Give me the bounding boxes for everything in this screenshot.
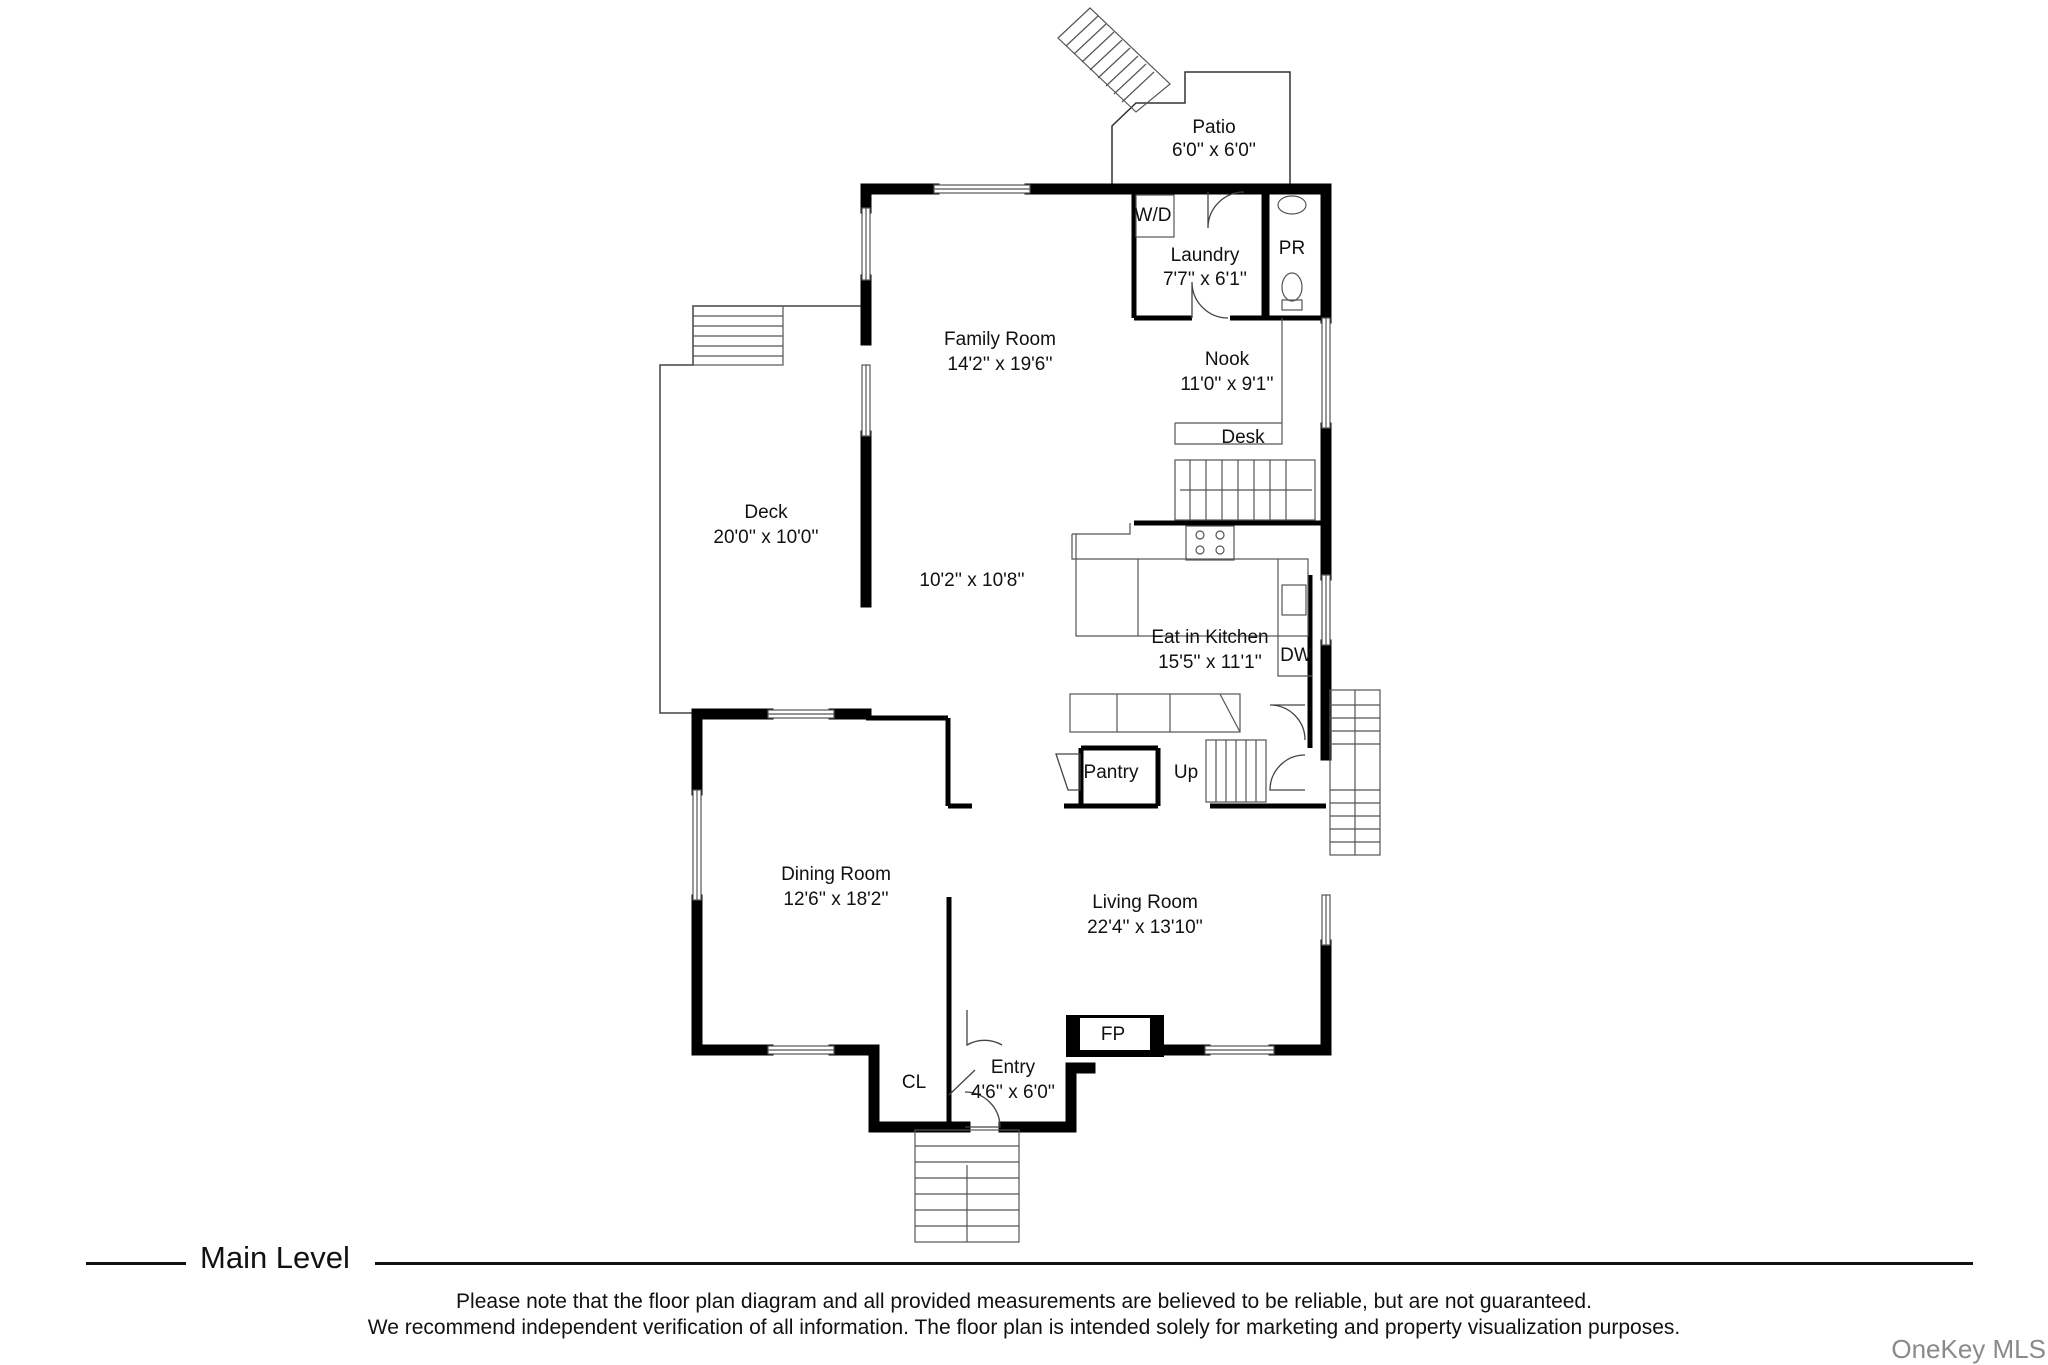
open-area-size: 10'2'' x 10'8'': [919, 570, 1024, 591]
kitchen-counters: [1069, 523, 1312, 733]
up-label: Up: [1174, 762, 1198, 783]
entry-stairs: [914, 1129, 1020, 1243]
family-room-name: Family Room: [944, 329, 1056, 350]
pantry-label: Pantry: [1084, 762, 1139, 783]
windows: [692, 184, 1331, 1055]
nook-stairs: [1174, 459, 1316, 521]
living-room-size: 22'4'' x 13'10'': [1087, 917, 1203, 938]
nook-name: Nook: [1205, 349, 1250, 370]
patio-size: 6'0'' x 6'0'': [1172, 140, 1256, 161]
interior-walls: [866, 192, 1326, 1130]
laundry-name: Laundry: [1171, 245, 1240, 266]
living-room-name: Living Room: [1092, 892, 1198, 913]
level-title: Main Level: [200, 1240, 350, 1275]
watermark: OneKey MLS: [1891, 1334, 2046, 1364]
cl-label: CL: [902, 1072, 926, 1093]
patio-stairs: [1057, 7, 1171, 113]
patio-outline: [1111, 71, 1291, 184]
desk-label: Desk: [1221, 427, 1265, 448]
title-rule-left: [86, 1262, 186, 1265]
disclaimer-line-2: We recommend independent verification of…: [367, 1316, 1681, 1339]
fireplace: [1066, 1015, 1164, 1057]
entry-name: Entry: [991, 1057, 1036, 1078]
disclaimer-line-1: Please note that the floor plan diagram …: [456, 1290, 1592, 1313]
door-swings: [948, 191, 1306, 1128]
kitchen-size: 15'5'' x 11'1'': [1158, 652, 1262, 673]
title-rule-right: [375, 1262, 1973, 1265]
fp-label: FP: [1101, 1024, 1125, 1045]
deck-stairs: [692, 305, 784, 366]
dw-label: DW: [1280, 645, 1312, 666]
nook-size: 11'0'' x 9'1'': [1180, 374, 1273, 395]
dining-room-name: Dining Room: [781, 864, 891, 885]
patio-name: Patio: [1192, 117, 1235, 138]
laundry-fixtures: [1135, 194, 1307, 311]
family-room-size: 14'2'' x 19'6'': [947, 354, 1052, 375]
side-stairs: [1329, 689, 1381, 856]
kitchen-name: Eat in Kitchen: [1151, 627, 1268, 648]
dining-room-size: 12'6'' x 18'2'': [783, 889, 888, 910]
deck-name: Deck: [744, 502, 788, 523]
exterior-walls: [691, 183, 1332, 1133]
entry-size: 4'6'' x 6'0'': [971, 1082, 1055, 1103]
pr-label: PR: [1279, 238, 1305, 259]
main-stairs: [1205, 739, 1267, 803]
deck-size: 20'0'' x 10'0'': [713, 527, 818, 548]
wd-label: W/D: [1135, 205, 1172, 226]
laundry-size: 7'7'' x 6'1'': [1163, 269, 1247, 290]
nook-desk: [1174, 318, 1283, 445]
